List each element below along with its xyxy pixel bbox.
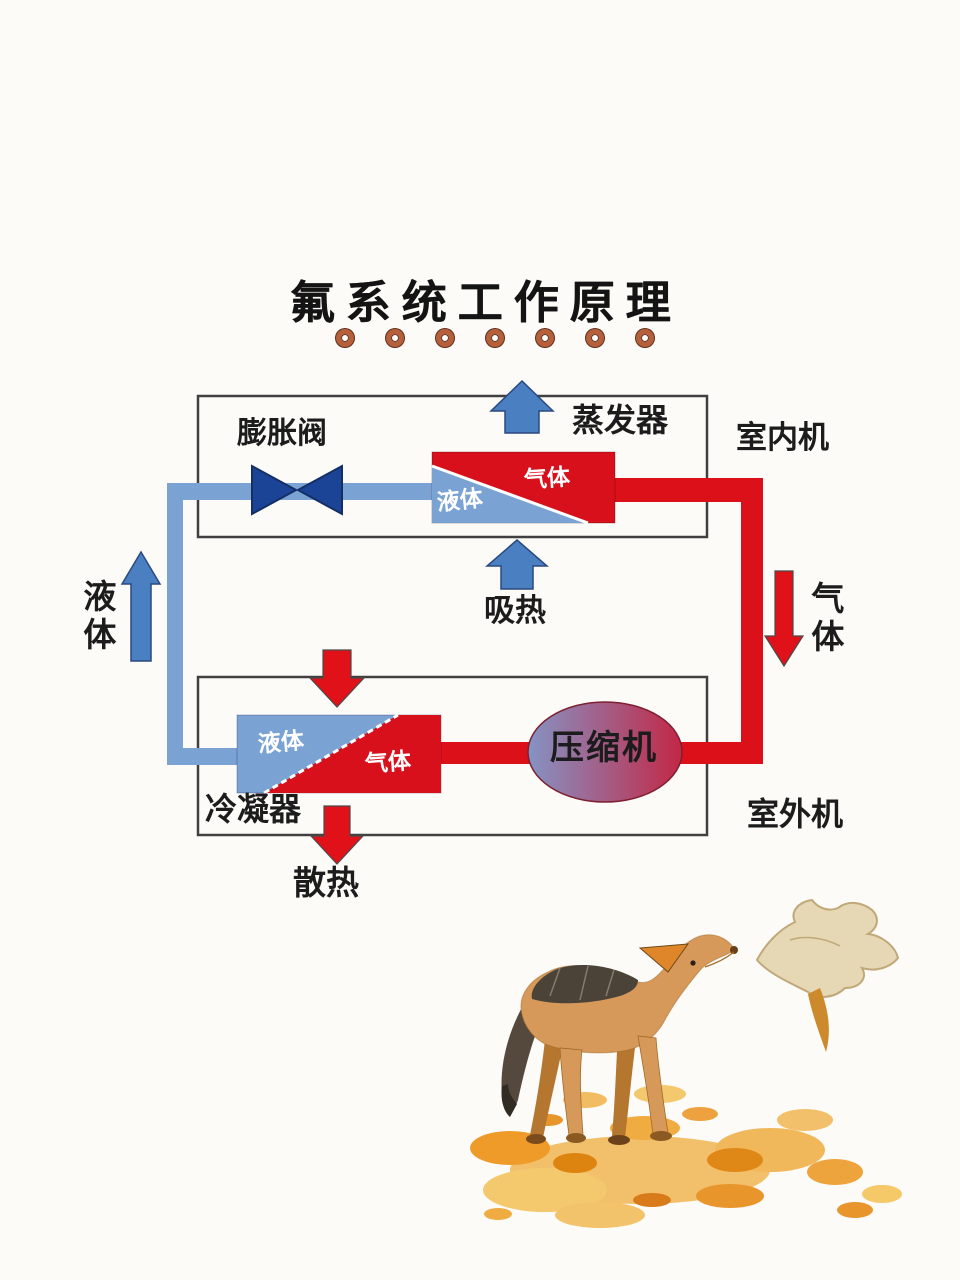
jackal-ear [638,943,690,973]
gas-downcomer-label: 气体 [810,580,846,655]
compressor-ellipse [527,701,683,803]
jackal-eye [690,960,696,966]
jackal-tail-tip [501,1084,517,1117]
jackal-paw [650,1131,672,1141]
gas-pipe [441,478,763,764]
condenser-label: 冷凝器 [205,790,302,828]
indoor-unit-box [196,394,709,539]
dried-hide [755,898,900,998]
evaporator-block [431,451,616,525]
blue-arrows [120,379,555,662]
release-heat-label: 散热 [293,863,359,902]
into-condenser-arrow-icon [308,649,366,708]
jackal-rear-leg-far [530,1040,562,1138]
ring-icon [586,329,604,347]
ring-icon [436,329,454,347]
jackal-paw [566,1133,586,1143]
page-title: 氟系统工作原理 [289,276,682,329]
ring-icon [636,329,654,347]
jackal-paw [608,1135,630,1145]
ring-icon [536,329,554,347]
absorb-heat-arrow-icon [484,539,550,590]
indoor-unit-label: 室内机 [736,420,829,456]
jackal-paw [526,1134,546,1144]
liquid-up-arrow-icon [120,550,162,662]
outdoor-unit-label: 室外机 [747,795,844,833]
red-arrows [308,570,805,865]
ring-icon [386,329,404,347]
liquid-riser-text: 液体 [83,577,117,654]
compressor-label: 压缩机 [550,728,658,768]
dried-hide-texture [789,936,841,947]
ring-icon [336,329,354,347]
gas-downcomer-text: 气体 [811,579,845,656]
ring-icon [486,329,504,347]
airflow-up-arrow-icon [489,379,555,434]
absorb-heat-label: 吸热 [484,593,546,629]
liquid-riser-label: 液体 [82,578,118,653]
dried-hide-tuft [808,988,829,1052]
evaporator-label: 蒸发器 [572,401,669,439]
ground-blobs [470,1085,902,1228]
jackal-fur-streaks [549,965,615,1001]
release-heat-arrow-icon [309,805,365,865]
expansion-valve-label: 膨胀阀 [237,416,327,451]
condenser-block [236,713,442,795]
gas-down-arrow-icon [763,570,805,668]
jackal-nose [730,946,738,954]
expansion-valve-icon [251,464,343,516]
jackal-mouth-line [704,951,735,968]
title-underline-dots [336,329,654,347]
condenser-liquid-label: 液体 [256,728,306,758]
jackal-illustration [470,898,902,1228]
jackal-rear-leg-near [559,1047,584,1137]
evaporator-gas-label: 气体 [523,464,571,494]
jackal-front-leg-far [612,1032,636,1138]
condenser-gas-label: 气体 [364,748,412,778]
evaporator-liquid-label: 液体 [435,485,485,517]
